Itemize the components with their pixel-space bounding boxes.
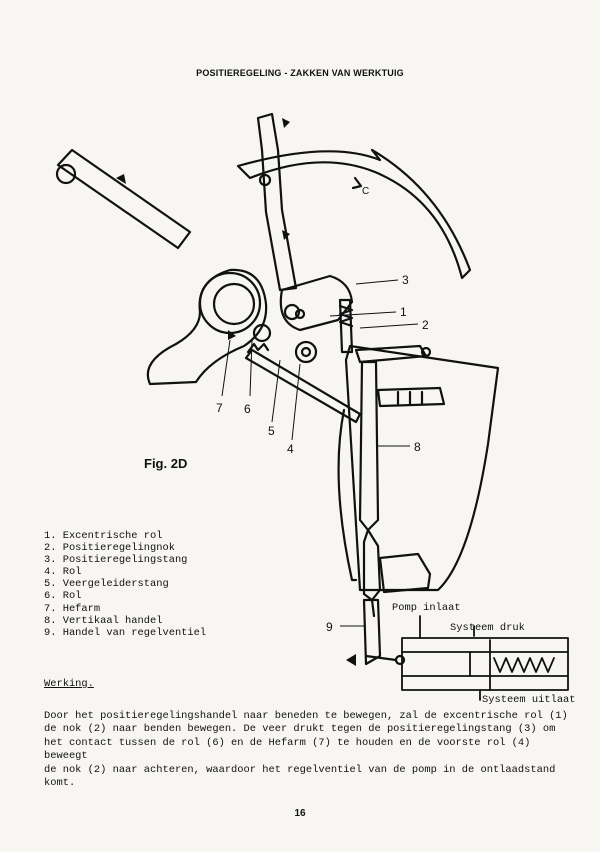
legend-item: 8. Vertikaal handel xyxy=(44,614,163,627)
arrow-down-handle2-icon xyxy=(282,230,290,240)
callout-5: 5 xyxy=(268,424,275,438)
legend-item: 2. Positieregelingnok xyxy=(44,542,175,555)
hefarm-body xyxy=(146,268,268,386)
body-line: de nok (2) naar benden bewegen. De veer … xyxy=(44,723,556,736)
roller-6 xyxy=(252,323,272,343)
quadrant-notch xyxy=(351,176,363,190)
control-rod xyxy=(338,298,354,354)
vertical-handle xyxy=(358,360,380,532)
page-title: POSITIEREGELING - ZAKKEN VAN WERKTUIG xyxy=(196,68,404,78)
roller-4 xyxy=(294,340,318,364)
position-cam xyxy=(279,274,354,332)
legend-item: 5. Veergeleiderstang xyxy=(44,578,169,591)
legend-item: 7. Hefarm xyxy=(44,602,101,615)
legend-item: 3. Positieregelingstang xyxy=(44,554,188,567)
callout-4: 4 xyxy=(287,442,294,456)
body-line: komt. xyxy=(44,777,76,790)
arrow-valve-icon xyxy=(346,654,356,666)
legend-item: 9. Handel van regelventiel xyxy=(44,626,207,639)
figure-label: Fig. 2D xyxy=(144,456,188,471)
callout-2: 2 xyxy=(422,318,429,332)
legend-item: 4. Rol xyxy=(44,566,82,579)
body-line: de nok (2) naar achteren, waardoor het r… xyxy=(44,763,556,776)
position-control-handle xyxy=(256,112,298,292)
callout-9: 9 xyxy=(326,620,333,634)
callout-3: 3 xyxy=(402,273,409,287)
callout-1: 1 xyxy=(400,305,407,319)
pump-inlet-label: Pomp inlaat xyxy=(392,602,461,614)
valve-lever xyxy=(362,598,382,666)
spring-guide-rod xyxy=(244,348,362,424)
arrow-down-handle-icon xyxy=(282,118,290,128)
parts-legend: 1. Excentrische rol 2. Positieregelingno… xyxy=(44,530,206,639)
quadrant-plate xyxy=(236,148,472,280)
system-outlet-label: Systeem uitlaat xyxy=(482,694,576,706)
svg-text:C: C xyxy=(362,186,369,197)
valve-housing xyxy=(344,344,500,592)
arrow-left-arm-icon xyxy=(116,174,126,184)
callout-7: 7 xyxy=(216,401,223,415)
legend-item: 6. Rol xyxy=(44,590,82,603)
left-lift-arm xyxy=(56,148,192,250)
body-paragraph: Door het positieregelingshandel naar ben… xyxy=(44,710,574,790)
system-pressure-label: Systeem druk xyxy=(450,622,525,634)
page-number: 16 xyxy=(294,808,306,819)
callout-6: 6 xyxy=(244,402,251,416)
control-valve xyxy=(401,615,569,701)
legend-item: 1. Excentrische rol xyxy=(44,530,163,542)
section-heading: Werking. xyxy=(44,678,94,690)
callout-8: 8 xyxy=(414,440,421,454)
body-line: Door het positieregelingshandel naar ben… xyxy=(44,710,568,722)
arrow-cam-icon xyxy=(228,330,236,340)
body-line: het contact tussen de rol (6) en de Hefa… xyxy=(44,736,531,763)
